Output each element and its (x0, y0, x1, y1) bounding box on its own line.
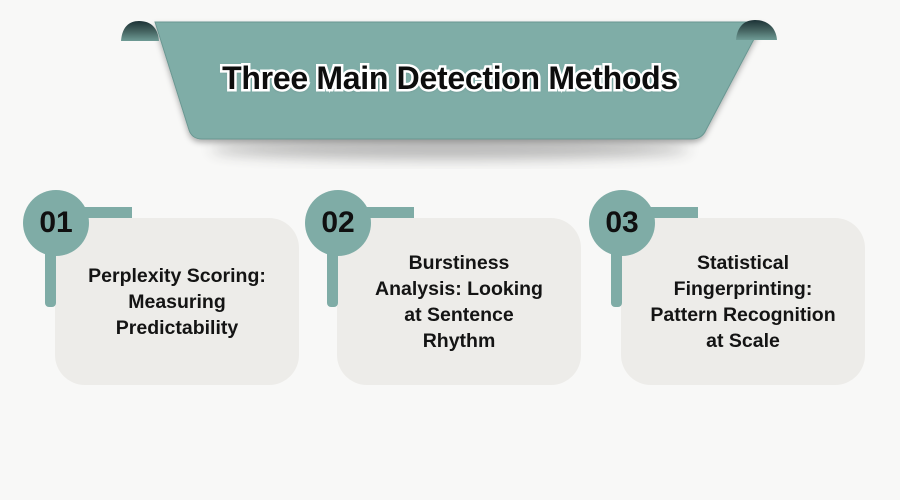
method-card: Statistical Fingerprinting: Pattern Reco… (621, 218, 865, 385)
method-card-line: at Sentence (404, 303, 514, 326)
step-number: 03 (605, 206, 639, 239)
method-group-2: 02 Burstiness Analysis: Looking at Sente… (305, 190, 585, 395)
connector-vertical (611, 223, 622, 307)
connector-horizontal (622, 207, 698, 218)
method-card-line: at Scale (706, 329, 780, 352)
method-card-line: Pattern Recognition (650, 303, 836, 326)
banner-title-text: Three Main Detection Methods (222, 60, 678, 96)
step-number-badge: 01 (23, 190, 89, 256)
banner-title: Three Main Detection Methods Three Main … (0, 58, 900, 99)
ribbon-shadow (210, 139, 690, 159)
method-card-line: Burstiness (408, 251, 510, 274)
banner-title-outline: Three Main Detection Methods (220, 58, 681, 99)
method-card-line: Fingerprinting: (673, 277, 813, 300)
ribbon-left-curl (121, 21, 159, 41)
method-card: Perplexity Scoring: Measuring Predictabi… (55, 218, 299, 385)
ribbon-banner: Three Main Detection Methods Three Main … (0, 0, 900, 175)
method-group-3: 03 Statistical Fingerprinting: Pattern R… (589, 190, 869, 395)
connector-horizontal (338, 207, 414, 218)
ribbon-body (154, 21, 764, 140)
step-number: 02 (321, 206, 355, 239)
method-card: Burstiness Analysis: Looking at Sentence… (337, 218, 581, 385)
method-card-line: Rhythm (422, 329, 496, 352)
method-card-line: Measuring (128, 290, 226, 313)
step-number-badge: 03 (589, 190, 655, 256)
step-number: 01 (39, 206, 73, 239)
ribbon-right-curl (736, 20, 777, 40)
connector-horizontal (56, 207, 132, 218)
method-card-line: Analysis: Looking (375, 277, 543, 300)
method-card-line: Perplexity Scoring: (88, 264, 266, 287)
method-card-line: Predictability (115, 316, 239, 339)
method-card-line: Statistical (696, 251, 790, 274)
ribbon-banner-graphic (121, 20, 777, 159)
method-group-1: 01 Perplexity Scoring: Measuring Predict… (23, 190, 303, 395)
connector-vertical (327, 223, 338, 307)
connector-vertical (45, 223, 56, 307)
step-number-badge: 02 (305, 190, 371, 256)
